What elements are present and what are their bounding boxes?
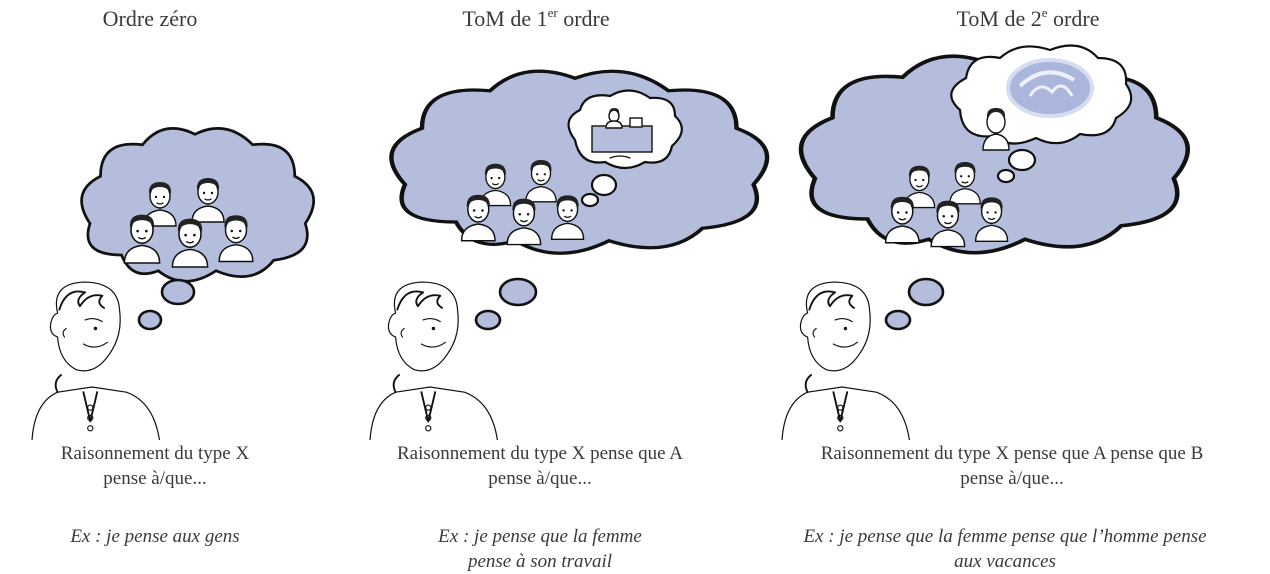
panel-zero-illustration	[20, 126, 316, 440]
thought-cloud-first	[391, 71, 767, 253]
inner-bubble-large	[590, 173, 618, 197]
inner-bubble-small	[996, 168, 1016, 184]
panel-title-zero: Ordre zéro	[102, 6, 198, 31]
panel-title-second: ToM de 2e ordre	[956, 5, 1100, 31]
thought-bubble-small	[137, 309, 163, 331]
umbrella-icon	[1018, 70, 1076, 88]
inner-thought-first	[567, 89, 683, 170]
thinking-man-second	[770, 281, 921, 440]
desk	[591, 125, 653, 153]
thought-bubble-small	[474, 309, 502, 331]
wave-icon	[1028, 84, 1074, 97]
monitor-icon	[629, 117, 643, 128]
panel-second-illustration	[770, 44, 1187, 440]
illustration-layer	[20, 44, 1270, 440]
caption-first: Raisonnement du type X pense que A pense…	[396, 443, 683, 489]
thought-bubble-large	[907, 277, 945, 307]
caption-zero: Raisonnement du type X pense à/que...	[60, 443, 250, 489]
thought-bubble-large	[160, 278, 196, 306]
inner-thought-second	[950, 44, 1133, 151]
inner-bubble-large	[1007, 148, 1037, 172]
example-first: Ex : je pense que la femme pense à son t…	[438, 526, 642, 572]
thinking-man-zero	[20, 281, 171, 440]
panel-first-illustration	[358, 71, 767, 440]
example-zero: Ex : je pense aux gens	[70, 526, 240, 547]
panel-title-first: ToM de 1er ordre	[462, 5, 610, 31]
thought-bubble-small	[884, 309, 912, 331]
vacation-dream	[1006, 58, 1094, 118]
thinking-man-first	[358, 281, 509, 440]
thought-bubble-large	[498, 277, 538, 307]
inner-bubble-small	[580, 192, 600, 208]
example-second: Ex : je pense que la femme pense que l’h…	[803, 526, 1207, 572]
caption-second: Raisonnement du type X pense que A pense…	[820, 443, 1204, 489]
